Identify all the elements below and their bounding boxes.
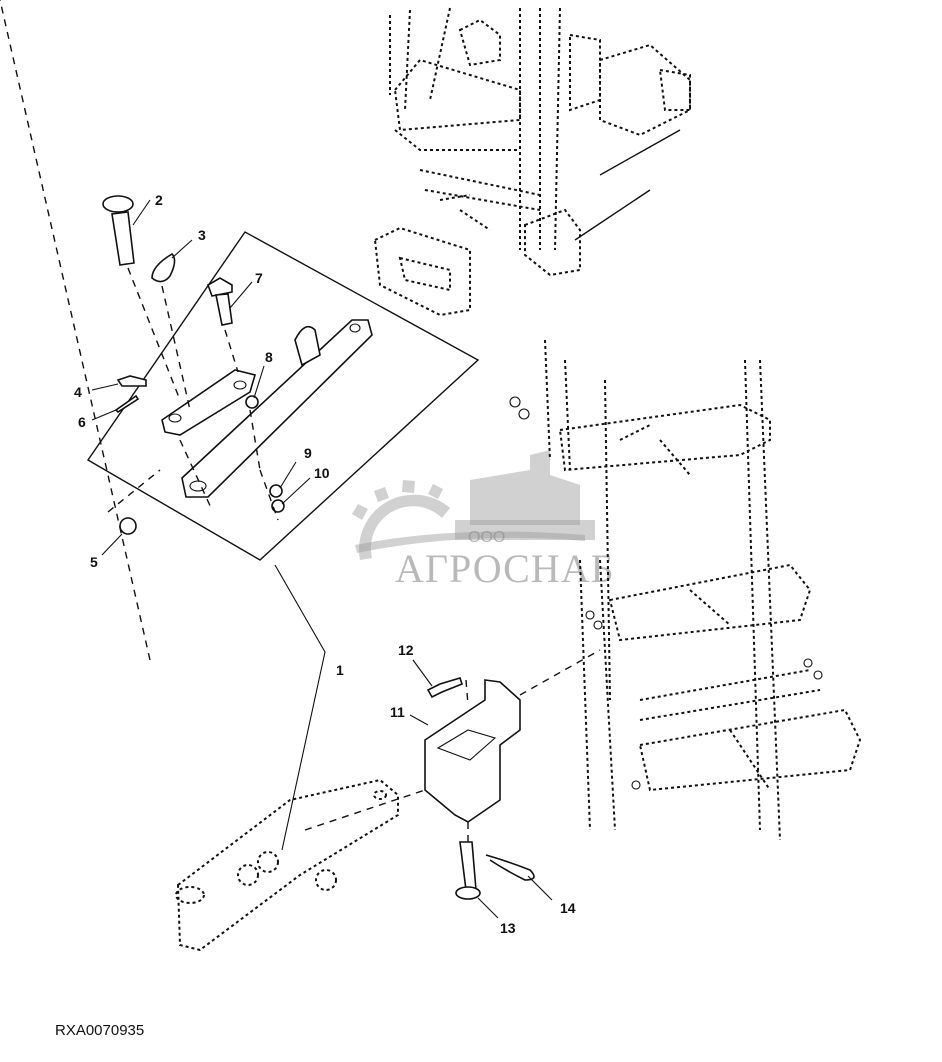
ladder-nut-icon [509,396,823,790]
callout-labels: 2 3 7 8 4 6 9 10 5 1 12 11 13 14 [74,192,576,936]
callout-1: 1 [336,662,344,678]
callout-3: 3 [198,227,206,243]
lower-drawbar [175,778,399,952]
leader-lines [91,199,553,919]
tractor-hitch-frame [373,7,691,317]
bolt-part-4 [116,375,147,387]
pin-part-13 [455,841,481,900]
callout-6: 6 [78,414,86,430]
ladder-steps [509,339,862,841]
callout-9: 9 [304,445,312,461]
gear-icon [352,480,450,560]
bolt-part-7 [207,277,233,326]
bracket-parts [0,0,601,900]
drawbar-parts [102,195,373,535]
washer-part-8 [245,395,259,409]
callout-5: 5 [90,554,98,570]
watermark-logo: ООО АГРОСНАБ [352,450,615,591]
callout-12: 12 [398,642,414,658]
watermark-prefix: ООО [468,529,505,546]
bolt-part-12 [426,677,463,699]
callout-10: 10 [314,465,330,481]
nut-part-5 [119,517,137,535]
plate-part-3 [151,252,176,283]
callout-13: 13 [500,920,516,936]
clip-part-14 [485,854,535,881]
callout-4: 4 [74,384,82,400]
callout-8: 8 [265,349,273,365]
pin-part-2 [102,195,135,266]
inset-detail-box [86,231,480,561]
callout-7: 7 [255,270,263,286]
pin-part-6 [114,394,140,414]
bracket-part-11 [424,679,521,823]
figure-id-label: RXA0070935 [55,1022,145,1039]
watermark-brand: АГРОСНАБ [395,546,615,591]
callout-2: 2 [155,192,163,208]
washer-part-9 [269,484,283,498]
callout-11: 11 [390,704,405,720]
washer-part-10 [271,499,285,513]
combine-harvester-icon [455,450,595,540]
callout-14: 14 [560,900,576,916]
